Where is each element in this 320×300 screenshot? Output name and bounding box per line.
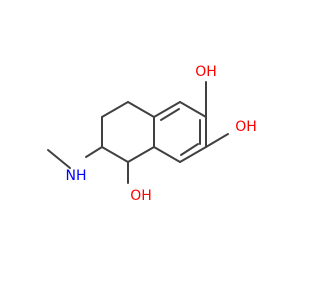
- bond-c-oh-right: [205, 133, 229, 148]
- bond: [127, 146, 155, 163]
- bond: [179, 146, 207, 163]
- bond: [101, 101, 129, 118]
- molecule-diagram: OH OH OH NH: [47, 64, 257, 204]
- oh-label-right: OH: [235, 119, 257, 135]
- double-bond: [180, 143, 199, 156]
- nh-label: NH: [66, 168, 87, 184]
- structure-svg: OH OH OH NH: [47, 64, 257, 204]
- bond: [179, 101, 207, 118]
- bond-n-methyl: [47, 149, 71, 169]
- bond: [153, 101, 181, 118]
- bond: [153, 146, 181, 163]
- oh-label-top: OH: [195, 64, 217, 80]
- bond: [127, 101, 155, 118]
- oh-label-bottom: OH: [130, 188, 152, 204]
- bond-c-n: [85, 146, 103, 158]
- double-bond: [160, 108, 180, 121]
- bond: [101, 146, 129, 163]
